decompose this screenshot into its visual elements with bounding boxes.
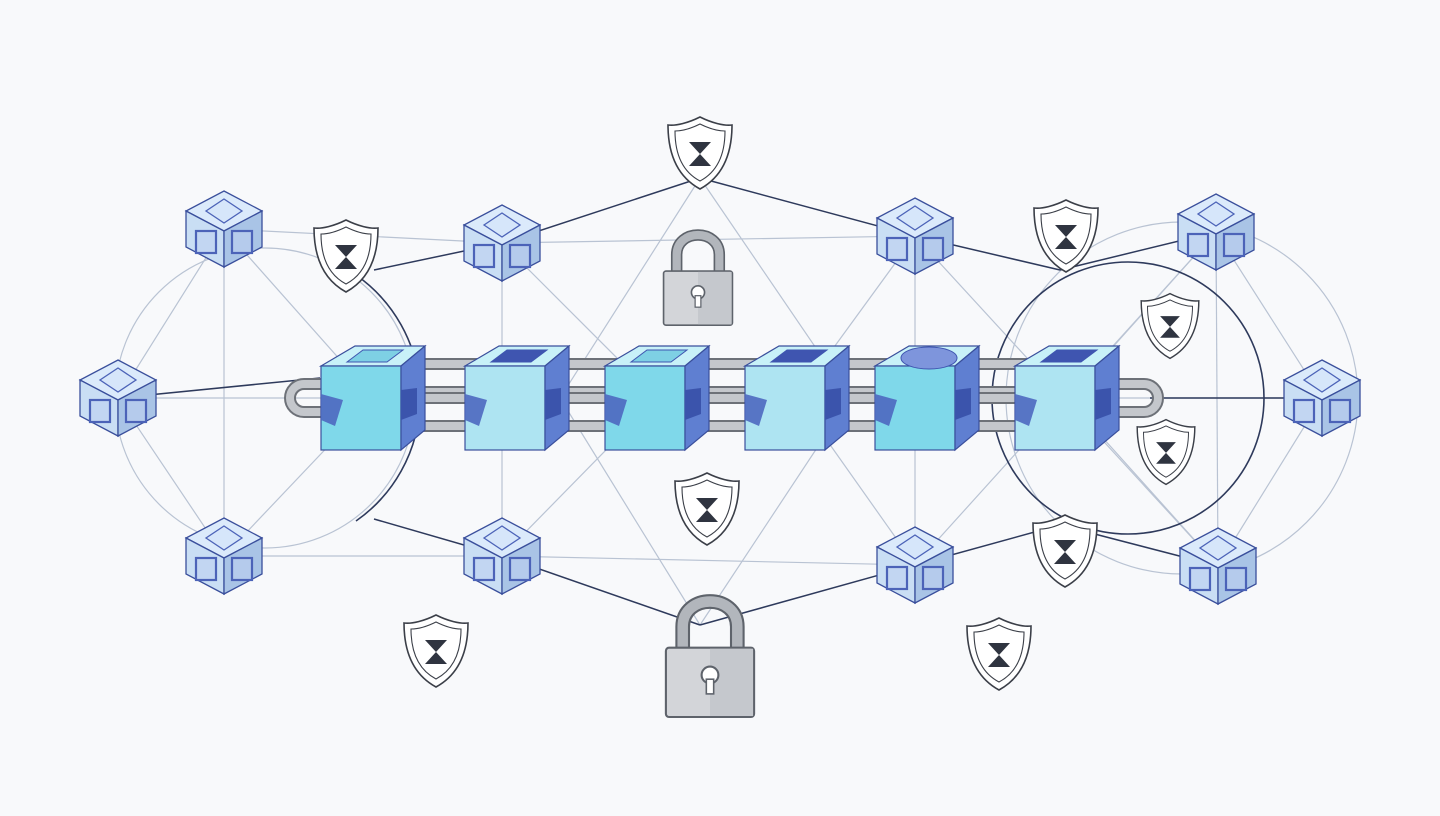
shield-icons <box>313 116 1200 691</box>
padlock-icon <box>662 229 734 327</box>
square-top-mark <box>489 349 549 363</box>
light-edge <box>501 555 916 566</box>
chain-block-1 <box>318 344 427 452</box>
padlock-icons <box>662 229 756 719</box>
shield-icon <box>403 614 469 688</box>
shield-icon <box>313 219 379 293</box>
square-top-mark <box>629 349 689 363</box>
cube-node-icon <box>184 517 264 596</box>
chain-block-6 <box>1012 344 1121 452</box>
square-top-mark <box>1039 349 1099 363</box>
shield-icon <box>674 472 740 546</box>
padlock-icon <box>664 594 756 719</box>
shield-icon <box>1033 199 1099 273</box>
shield-icon <box>1136 418 1196 486</box>
light-edge <box>559 397 701 626</box>
cube-node-icon <box>1178 527 1258 606</box>
shield-icon <box>966 617 1032 691</box>
blockchain-chain <box>318 344 1121 452</box>
cube-node-icon <box>462 517 542 596</box>
square-top-mark <box>769 349 829 363</box>
cube-node-icon <box>184 190 264 269</box>
cube-node-icon <box>78 359 158 438</box>
chain-block-2 <box>462 344 571 452</box>
shield-icon <box>1140 292 1200 360</box>
square-top-mark <box>345 349 405 363</box>
chain-block-5 <box>872 344 981 452</box>
light-edge <box>1215 231 1219 567</box>
cube-node-icon <box>462 204 542 283</box>
chain-block-3 <box>602 344 711 452</box>
cube-node-icon <box>1176 193 1256 272</box>
circle-top-mark <box>900 346 958 370</box>
shield-icon <box>667 116 733 190</box>
cube-node-icon <box>875 526 955 605</box>
shield-icon <box>1032 514 1098 588</box>
network-nodes <box>78 190 1362 606</box>
cube-node-icon <box>1282 359 1362 438</box>
chain-block-4 <box>742 344 851 452</box>
cube-node-icon <box>875 197 955 276</box>
